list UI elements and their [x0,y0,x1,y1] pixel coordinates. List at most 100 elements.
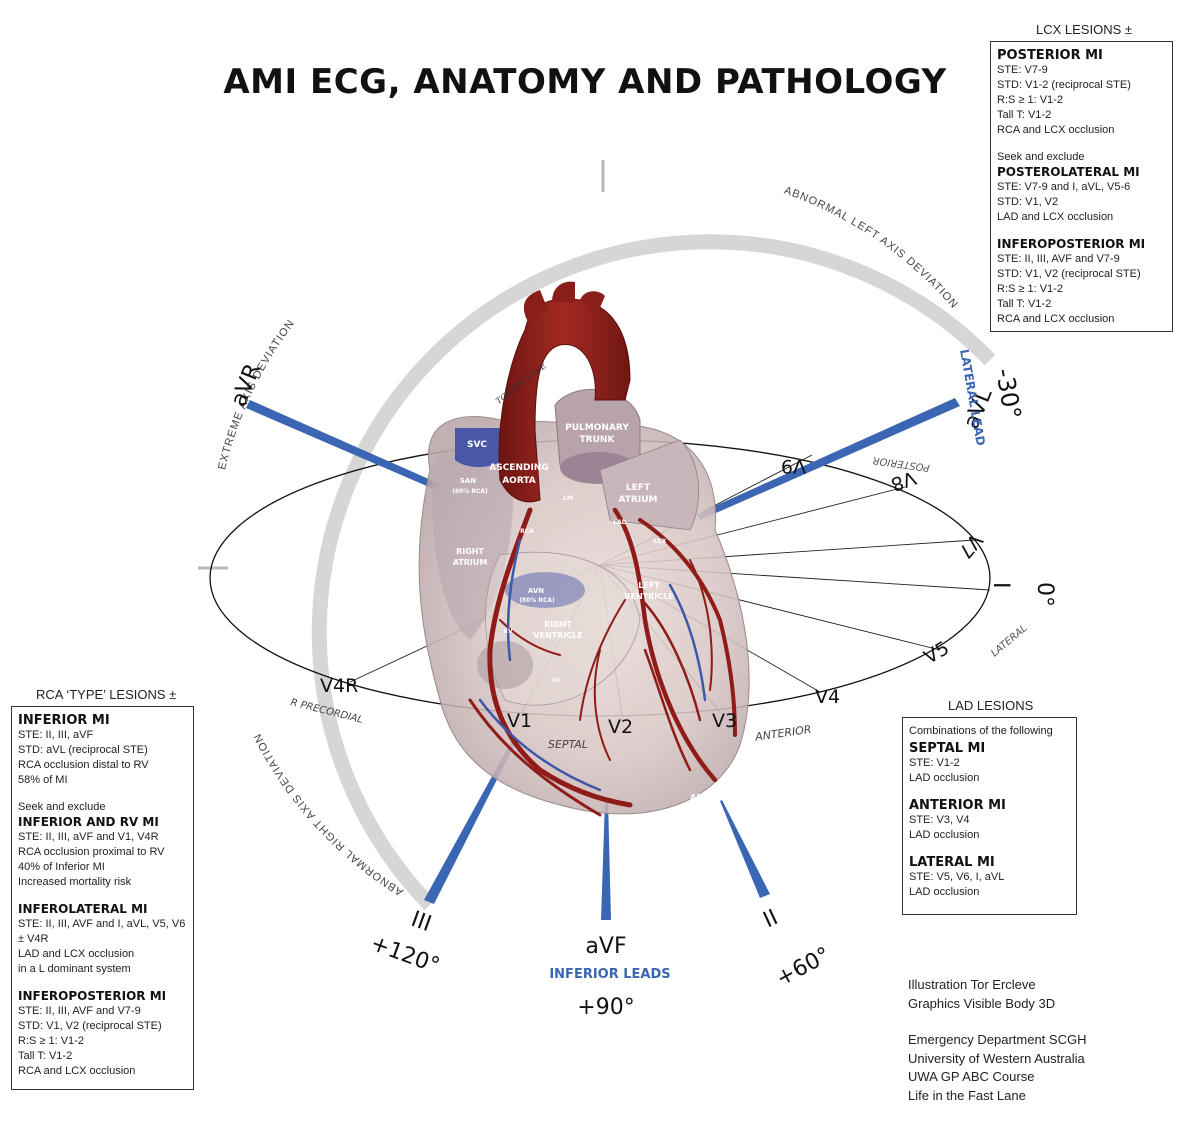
septal-branch-2 [593,649,611,761]
rca-line: Tall T: V1-2 [18,1050,73,1062]
label-right-atrium-2: ATRIUM [453,558,488,567]
svg-text:ABNORMAL RIGHT AXIS DEVIATION: ABNORMAL RIGHT AXIS DEVIATION [252,731,406,898]
label-svc: SVC [467,440,487,450]
credit-line: University of Western Australia [908,1050,1085,1066]
lcx-posterior-title: POSTERIOR MI [997,48,1103,63]
ii-lead-line [720,800,770,898]
lcx-line: RCA and LCX occlusion [997,124,1115,136]
vein-3 [478,698,602,792]
v9-label: V9 [781,455,806,477]
lcx-line: STD: V1, V2 (reciprocal STE) [997,268,1141,280]
label-lv: LV [552,677,560,684]
label-left-atrium-2: ATRIUM [619,495,658,505]
label-left-atrium-1: LEFT [626,483,651,493]
lad-intro: Combinations of the following [909,725,1053,737]
septal-label: SEPTAL [548,738,588,751]
lcx-line: R:S ≥ 1: V1-2 [997,94,1063,106]
septal-branch-1 [579,599,626,721]
lead-ii-label: II [760,905,782,933]
avf-label: aVF [585,934,626,959]
rca-box-heading: RCA ‘TYPE’ LESIONS ± [36,687,177,702]
v4-label: V4 [815,686,840,708]
lad-line: LAD occlusion [909,886,980,898]
coronary-veins [478,538,707,792]
v1-label: V1 [507,710,532,732]
lead-i-degree: 0° [1032,582,1057,607]
lad-anterior-title: ANTERIOR MI [909,798,1006,813]
lad-lateral-title: LATERAL MI [909,855,995,870]
lad-septal-title: SEPTAL MI [909,741,986,756]
label-san-sub: (60% RCA) [452,488,488,495]
lcx-line: Tall T: V1-2 [997,109,1052,121]
lad-diagonal-2 [643,648,692,772]
rca-artery [487,507,633,808]
lcx-lesions-box: POSTERIOR MI STE: V7-9 STD: V1-2 (recipr… [990,41,1173,332]
label-san: SAN [460,477,476,485]
rca-lesions-box: INFERIOR MI STE: II, III, aVF STD: aVL (… [11,706,194,1090]
rca-inferoposterior-title: INFEROPOSTERIOR MI [18,989,167,1003]
credit-line: UWA GP ABC Course [908,1069,1035,1084]
lcx-posterolateral-title: POSTEROLATERAL MI [997,165,1140,179]
lcx-line: RCA and LCX occlusion [997,313,1115,325]
avl-lead-line [697,398,960,520]
credits: Illustration Tor Ercleve Graphics Visibl… [908,976,1086,1105]
lcx-marginal [689,559,713,691]
lcx-seek-text: Seek and exclude [997,151,1085,163]
lad-line: LAD occlusion [909,829,980,841]
label-right-ventricle-2: VENTRICLE [533,631,582,640]
lcx-line: R:S ≥ 1: V1-2 [997,283,1063,295]
lad-diagonal-1 [640,598,702,722]
label-apex: APEX [690,793,715,802]
aortic-branch-2 [552,281,575,303]
rca-line: LAD and LCX occlusion [18,948,135,960]
lcx-line: LAD and LCX occlusion [997,211,1114,223]
lcx-box-heading: LCX LESIONS ± [1036,22,1133,37]
rca-line: STD: aVL (reciprocal STE) [18,744,148,756]
v3-label: V3 [712,710,737,732]
label-lad: LAD [613,519,626,526]
rca-line: 40% of Inferior MI [18,861,105,873]
lcx-line: STD: V1-2 (reciprocal STE) [997,79,1131,91]
anterior-label: ANTERIOR [753,723,812,744]
rca-inferior-title: INFERIOR MI [18,713,110,728]
iii-lead-line [424,740,516,904]
label-rca: RCA [520,528,534,535]
left-atrium-shape [599,439,700,531]
rca-line: in a L dominant system [18,963,131,975]
lead-iii-label: III [408,907,435,937]
axis-ring [311,234,996,911]
lateral-region-label: LATERAL [989,623,1029,659]
credit-line: Life in the Fast Lane [908,1087,1026,1103]
avf-degree: +90° [577,995,634,1020]
rca-inferolateral-title: INFEROLATERAL MI [18,902,148,916]
page-title: AMI ECG, ANATOMY AND PATHOLOGY [223,62,947,102]
rv-chamber [477,641,533,689]
lcx-line: STE: II, III, AVF and V7-9 [997,253,1120,265]
limb-lead-lines [246,398,960,920]
lcx-line: STE: V7-9 [997,64,1048,76]
lead-ii-degree: +60° [772,943,834,992]
rca-line: RCA and LCX occlusion [18,1065,136,1077]
lcx-inferoposterior-title: INFEROPOSTERIOR MI [997,237,1146,251]
rca-line: STE: II, III, aVF and V1, V4R [18,831,159,843]
rca-line: 58% of MI [18,774,68,786]
label-lcx: LCX [654,538,667,545]
rca-line: RCA occlusion distal to RV [18,759,149,771]
rca-inferior-rv-title: INFERIOR AND RV MI [18,815,159,829]
vein-1 [668,583,707,702]
v2-label: V2 [608,716,633,738]
rca-line: Increased mortality risk [18,876,132,888]
label-ascending: ASCENDING [489,463,548,473]
lcx-line: Tall T: V1-2 [997,298,1052,310]
credit-line: Graphics Visible Body 3D [908,995,1056,1011]
aortic-branch-1 [523,290,548,320]
rca-line: STE: II, III, AVF and V7-9 [18,1005,141,1017]
label-avn: AVN [528,587,544,595]
inferior-leads-label: INFERIOR LEADS [549,967,670,982]
lad-line: STE: V1-2 [909,757,960,769]
rca-line: STE: II, III, aVF [18,729,94,741]
anatomy-labels: SVC SAN (60% RCA) ASCENDING AORTA PULMON… [452,423,714,802]
lead-i-label: I [988,582,1013,589]
label-pulmonary: PULMONARY [565,423,629,433]
